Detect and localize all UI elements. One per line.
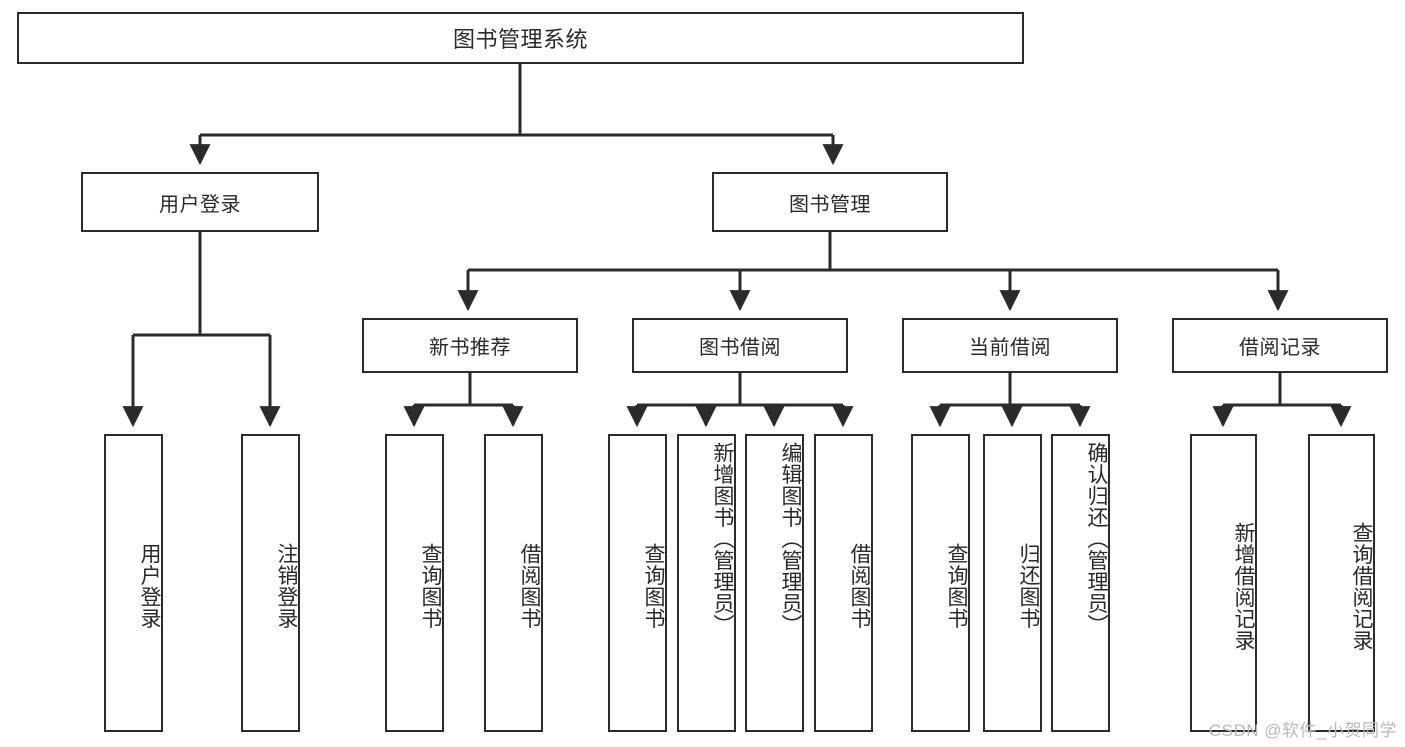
leaf-add-book-admin[interactable]: 新增图书（管理员） [677, 434, 736, 732]
node-book-management[interactable]: 图书管理 [712, 172, 948, 232]
leaf-borrow-book-recommend[interactable]: 借阅图书 [484, 434, 543, 732]
leaf-logout-login[interactable]: 注销登录 [241, 434, 300, 732]
leaf-query-borrow-record[interactable]: 查询借阅记录 [1308, 434, 1375, 732]
leaf-query-book-recommend[interactable]: 查询图书 [385, 434, 444, 732]
node-user-login[interactable]: 用户登录 [81, 172, 319, 232]
leaf-confirm-return-admin[interactable]: 确认归还（管理员） [1051, 434, 1110, 732]
leaf-return-book[interactable]: 归还图书 [983, 434, 1042, 732]
leaf-query-book-current[interactable]: 查询图书 [911, 434, 970, 732]
node-current-borrow[interactable]: 当前借阅 [902, 318, 1118, 373]
leaf-borrow-book[interactable]: 借阅图书 [814, 434, 873, 732]
leaf-add-borrow-record[interactable]: 新增借阅记录 [1190, 434, 1257, 732]
leaf-query-book-borrow[interactable]: 查询图书 [608, 434, 667, 732]
leaf-user-login[interactable]: 用户登录 [104, 434, 163, 732]
node-root[interactable]: 图书管理系统 [17, 12, 1024, 64]
node-book-borrow[interactable]: 图书借阅 [632, 318, 848, 373]
node-new-book-recommend[interactable]: 新书推荐 [362, 318, 578, 373]
csdn-watermark: CSDN @软件_小贺同学 [1208, 721, 1397, 740]
leaf-edit-book-admin[interactable]: 编辑图书（管理员） [745, 434, 804, 732]
node-borrow-record[interactable]: 借阅记录 [1172, 318, 1388, 373]
